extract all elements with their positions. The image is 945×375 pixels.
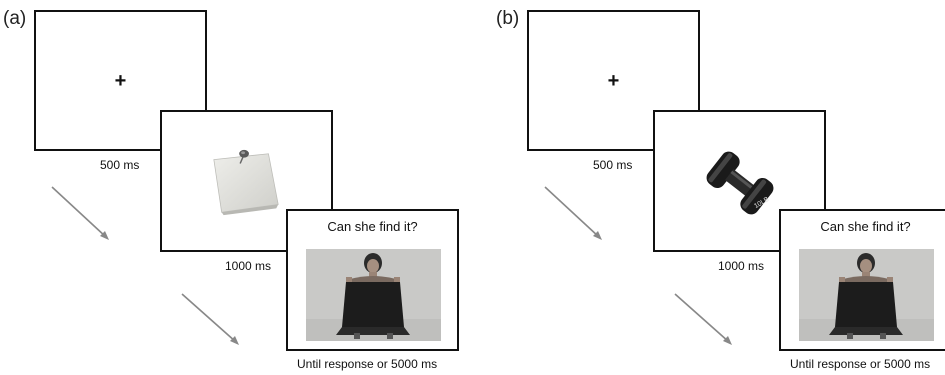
fixation-cross: +	[607, 70, 620, 92]
stimulus-duration-label: 1000 ms	[718, 259, 765, 273]
fixation-duration-label: 500 ms	[100, 158, 140, 172]
panel-label: (a)	[3, 8, 27, 29]
arrow-icon	[544, 186, 602, 240]
question-text: Can she find it?	[327, 219, 418, 234]
arrow-icon	[674, 293, 732, 345]
response-screen: Can she find it?	[286, 209, 459, 351]
response-screen: Can she find it?	[779, 209, 945, 351]
arrow-icon	[181, 293, 239, 345]
panel-label: (b)	[496, 8, 520, 29]
woman-holding-cloth-photo	[799, 249, 934, 341]
panel-a: (a) + 500 ms 1000 ms Can she find it?	[0, 0, 472, 375]
question-text: Can she find it?	[820, 219, 911, 234]
fixation-cross: +	[114, 70, 127, 92]
response-duration-label: Until response or 5000 ms	[790, 357, 931, 371]
fixation-screen: +	[527, 10, 700, 151]
dumbbell-icon: 10LB	[706, 151, 774, 215]
response-duration-label: Until response or 5000 ms	[297, 357, 438, 371]
arrow-icon	[51, 186, 109, 240]
woman-holding-cloth-photo	[306, 249, 441, 341]
sticky-note-icon	[213, 149, 279, 216]
fixation-duration-label: 500 ms	[593, 158, 633, 172]
panel-b: (b) + 500 ms 10LB 1000 ms Can she find i…	[493, 0, 945, 375]
fixation-screen: +	[34, 10, 207, 151]
stimulus-screen	[160, 110, 333, 252]
stimulus-duration-label: 1000 ms	[225, 259, 272, 273]
